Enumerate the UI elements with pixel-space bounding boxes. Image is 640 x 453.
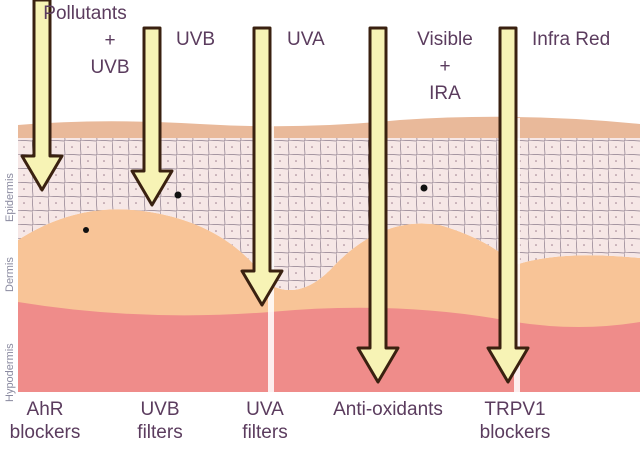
dermis-layer [18, 209, 640, 327]
arrow-pollutants-uvb-icon [20, 0, 64, 192]
source-uva: UVA [287, 29, 325, 50]
layer-label-dermis: Dermis [4, 257, 16, 292]
source-line: UVB [90, 57, 130, 78]
treatment-ahr-blockers: AhR blockers [0, 398, 90, 444]
treatment-line: filters [242, 422, 288, 443]
treatment-line: blockers [9, 422, 81, 443]
layer-label-hypodermis: Hypodermis [4, 343, 16, 402]
source-line: IRA [429, 83, 461, 104]
treatment-uvb-filters: UVB filters [120, 398, 200, 444]
source-infra-red: Infra Red [532, 29, 611, 50]
arrow-visible-ira-icon [356, 26, 400, 384]
arrow-uva-icon [240, 26, 284, 307]
source-line: Visible [417, 29, 473, 50]
epidermis-layer [18, 135, 640, 290]
treatment-line: Anti-oxidants [333, 399, 443, 420]
hypodermis-layer [18, 300, 640, 392]
layer-label-epidermis: Epidermis [4, 173, 16, 222]
treatment-line: TRPV1 [484, 399, 546, 420]
source-visible-ira: Visible + IRA [405, 28, 485, 105]
treatment-line: filters [137, 422, 183, 443]
treatment-line: UVB [140, 399, 180, 420]
treatment-line: blockers [479, 422, 551, 443]
treatment-line: AhR [26, 399, 64, 420]
treatment-trpv1-blockers: TRPV1 blockers [465, 398, 565, 444]
source-pollutants-uvb: Pollutants + UVB [10, 2, 160, 79]
skin-surface [18, 116, 640, 138]
source-line: + [439, 56, 451, 77]
source-line: Pollutants [43, 3, 127, 24]
source-uvb: UVB [176, 29, 216, 50]
arrow-uvb-icon [130, 26, 174, 207]
source-line: + [104, 30, 116, 51]
treatment-uva-filters: UVA filters [225, 398, 305, 444]
treatment-line: UVA [246, 399, 284, 420]
treatment-anti-oxidants: Anti-oxidants [318, 398, 458, 421]
arrow-infra-red-icon [486, 26, 530, 384]
